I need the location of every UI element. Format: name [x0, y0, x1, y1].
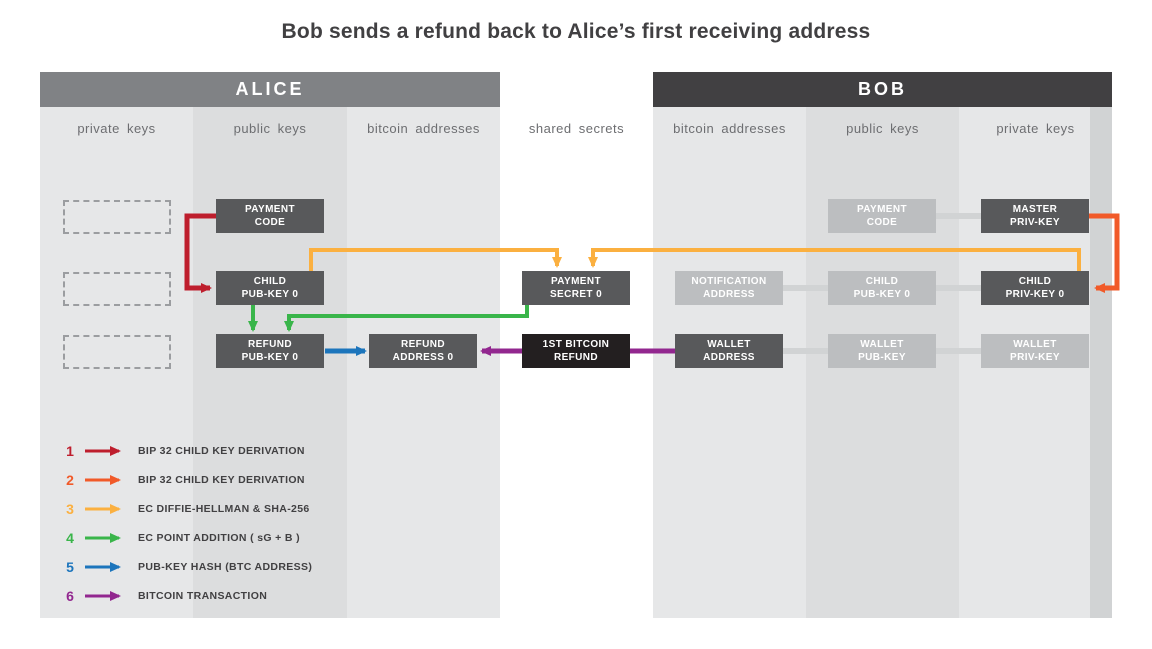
- payment-secret-box: PAYMENT SECRET 0: [522, 271, 630, 305]
- alice-col-label-bitcoin-addresses: bitcoin addresses: [367, 120, 480, 136]
- bob-panel-edge-strip: [1090, 107, 1112, 618]
- legend-item-4: 4 EC POINT ADDITION ( sG + B ): [62, 523, 312, 552]
- alice-child-pubkey-box: CHILD PUB-KEY 0: [216, 271, 324, 305]
- legend-number: 1: [66, 442, 74, 459]
- diagram-title: Bob sends a refund back to Alice’s first…: [281, 20, 871, 43]
- box-label-line: CHILD: [865, 276, 899, 287]
- box-label-line: MASTER: [1012, 204, 1058, 215]
- box-label-line: REFUND: [247, 339, 293, 350]
- legend-label: BIP 32 CHILD KEY DERIVATION: [138, 444, 305, 457]
- legend-item-6: 6 BITCOIN TRANSACTION: [62, 581, 312, 610]
- alice-unknown-privkey-box-2: [63, 272, 171, 306]
- legend-item-2: 2 BIP 32 CHILD KEY DERIVATION: [62, 465, 312, 494]
- box-label-line: NOTIFICATION: [691, 276, 767, 287]
- bob-wallet-privkey-box: WALLET PRIV-KEY: [981, 334, 1089, 368]
- legend-number: 6: [66, 587, 74, 604]
- box-label-line: PAYMENT: [856, 204, 908, 215]
- legend-number: 4: [66, 529, 74, 546]
- alice-unknown-privkey-box-1: [63, 200, 171, 234]
- legend-label: BITCOIN TRANSACTION: [138, 589, 268, 602]
- shared-secrets-col-label: shared secrets: [528, 120, 625, 136]
- box-label-line: ADDRESS 0: [392, 352, 454, 363]
- box-label-line: PUB-KEY 0: [241, 289, 299, 300]
- alice-panel-header: ALICE: [40, 72, 500, 107]
- box-label-line: PRIV-KEY: [1010, 217, 1060, 228]
- box-label-line: WALLET: [707, 339, 751, 350]
- first-bitcoin-refund-box: 1ST BITCOIN REFUND: [522, 334, 630, 368]
- bob-wallet-pubkey-box: WALLET PUB-KEY: [828, 334, 936, 368]
- box-label-line: REFUND: [400, 339, 446, 350]
- box-label-line: ADDRESS: [703, 289, 755, 300]
- bob-col-label-bitcoin-addresses: bitcoin addresses: [673, 120, 786, 136]
- box-label-line: PUB-KEY: [858, 352, 906, 363]
- box-label-line: PAYMENT: [550, 276, 602, 287]
- box-label-line: CHILD: [253, 276, 287, 287]
- box-label-line: WALLET: [1013, 339, 1057, 350]
- bob-panel-title: BOB: [858, 79, 907, 99]
- legend-number: 5: [66, 558, 74, 575]
- box-label-line: SECRET 0: [549, 289, 603, 300]
- bob-panel-header: BOB: [653, 72, 1112, 107]
- legend-label: EC DIFFIE-HELLMAN & SHA-256: [138, 502, 310, 515]
- bob-payment-code-box: PAYMENT CODE: [828, 199, 936, 233]
- alice-unknown-privkey-box-3: [63, 335, 171, 369]
- bob-child-pubkey-box: CHILD PUB-KEY 0: [828, 271, 936, 305]
- box-label-line: PRIV-KEY: [1010, 352, 1060, 363]
- legend-item-3: 3 EC DIFFIE-HELLMAN & SHA-256: [62, 494, 312, 523]
- box-label-line: PUB-KEY 0: [241, 352, 299, 363]
- box-label-line: CODE: [866, 217, 898, 228]
- bob-col-label-private-keys: private keys: [996, 120, 1075, 136]
- bob-col-label-public-keys: public keys: [846, 120, 919, 136]
- alice-payment-code-box: PAYMENT CODE: [216, 199, 324, 233]
- alice-refund-pubkey-box: REFUND PUB-KEY 0: [216, 334, 324, 368]
- box-label-line: CODE: [254, 217, 286, 228]
- legend-item-5: 5 PUB-KEY HASH (BTC ADDRESS): [62, 552, 312, 581]
- alice-refund-address-box: REFUND ADDRESS 0: [369, 334, 477, 368]
- bob-notification-address-box: NOTIFICATION ADDRESS: [675, 271, 783, 305]
- box-label-line: CHILD: [1018, 276, 1052, 287]
- alice-col-label-private-keys: private keys: [77, 120, 156, 136]
- box-label-line: ADDRESS: [703, 352, 755, 363]
- legend-number: 2: [66, 471, 74, 488]
- alice-col-label-public-keys: public keys: [233, 120, 307, 136]
- legend-label: BIP 32 CHILD KEY DERIVATION: [138, 473, 305, 486]
- box-label-line: PAYMENT: [244, 204, 296, 215]
- legend-number: 3: [66, 500, 74, 517]
- box-label-line: 1ST BITCOIN: [542, 339, 610, 350]
- legend: 1 BIP 32 CHILD KEY DERIVATION 2 BIP 32 C…: [62, 436, 312, 610]
- bob-wallet-address-box: WALLET ADDRESS: [675, 334, 783, 368]
- legend-item-1: 1 BIP 32 CHILD KEY DERIVATION: [62, 436, 312, 465]
- box-label-line: PRIV-KEY 0: [1005, 289, 1065, 300]
- legend-label: PUB-KEY HASH (BTC ADDRESS): [138, 560, 313, 573]
- box-label-line: PUB-KEY 0: [853, 289, 911, 300]
- bob-master-privkey-box: MASTER PRIV-KEY: [981, 199, 1089, 233]
- bob-child-privkey-box: CHILD PRIV-KEY 0: [981, 271, 1089, 305]
- legend-label: EC POINT ADDITION ( sG + B ): [138, 531, 300, 544]
- box-label-line: REFUND: [553, 352, 599, 363]
- alice-panel-title: ALICE: [235, 79, 305, 99]
- box-label-line: WALLET: [860, 339, 904, 350]
